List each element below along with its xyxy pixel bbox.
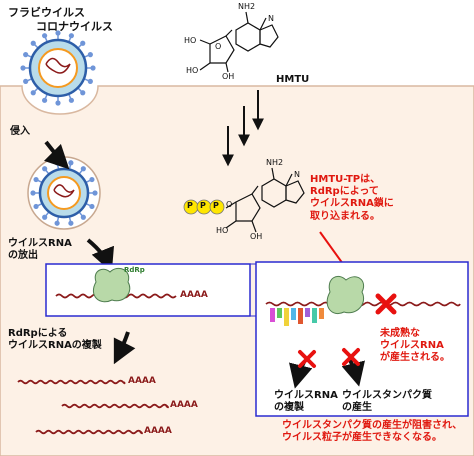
polya-tail: AAAA (144, 426, 172, 436)
nucleotide-bar (298, 308, 303, 324)
blocked-protein-x (342, 348, 360, 366)
spike-tip (80, 166, 86, 172)
spike-tip (80, 214, 86, 220)
spike-tip (90, 65, 96, 71)
spike-tip (20, 65, 26, 71)
spike-tip (55, 100, 61, 106)
oh-label: OH (222, 72, 235, 81)
spike-tip (42, 214, 48, 220)
immature-rna-label: 未成熟な ウイルスRNA が産生される。 (380, 328, 450, 364)
spike-tip (30, 40, 36, 46)
virion-inside (27, 156, 101, 230)
chain-termination-x (375, 293, 397, 315)
spike-tip (89, 176, 95, 183)
spike-tip (42, 33, 48, 39)
replicated-rna-strand (35, 429, 143, 435)
nucleotide-bar (291, 308, 296, 320)
rdrp-label: RdRp (124, 266, 145, 274)
rdrp-polymerase-zoom (326, 276, 364, 314)
spike-tip (33, 203, 39, 210)
ho-label: HO (216, 226, 229, 235)
spike-tip (42, 97, 48, 103)
blocked-protein-arrow (341, 359, 365, 387)
rna-release-label: ウイルスRNA の放出 (8, 238, 72, 262)
ho-label: HO (184, 36, 197, 45)
nh2-label: NH2 (266, 158, 284, 167)
invasion-label: 侵入 (10, 126, 30, 137)
hmtu-tp-molecule (225, 167, 305, 233)
phosphate-label: P (200, 201, 206, 210)
polya-tail: AAAA (170, 400, 198, 410)
entry-arrow (43, 140, 70, 170)
polya-tail: AAAA (128, 376, 156, 386)
hmtu-molecule (199, 11, 279, 73)
virion-outside (20, 30, 96, 106)
n-label: N (294, 170, 300, 179)
spike-ring (30, 160, 98, 226)
phosphate-label: P (187, 201, 193, 210)
replicated-rna-strand (17, 379, 126, 385)
spike-tip (89, 203, 95, 210)
spike-tip (68, 33, 74, 39)
nucleotide-bar (312, 308, 317, 323)
nucleotide-bar (305, 308, 310, 317)
spike-tip (92, 190, 98, 196)
spike-tip (54, 220, 60, 226)
triphosphate-group (183, 199, 225, 215)
nascent-nucleotides (270, 308, 324, 326)
replicated-rna-strand (61, 403, 169, 409)
spike-tip (33, 176, 39, 183)
n-label: N (268, 14, 274, 23)
spike-tip (42, 166, 48, 172)
spike-tip (80, 40, 86, 46)
conclusion-label: ウイルスタンパク質の産生が阻害され、 ウイルス粒子が産生できなくなる。 (282, 420, 463, 444)
spike-tip (30, 90, 36, 96)
blocked-replication-x (298, 350, 316, 368)
spike-tip (87, 52, 93, 58)
o-label: O (226, 200, 233, 209)
hmtu-label: HMTU (276, 74, 310, 85)
protein-production-label: ウイルスタンパク質 の産生 (342, 390, 432, 414)
o-label: O (215, 42, 222, 51)
rdrp-polymerase (92, 267, 131, 303)
phosphate-label: P (213, 201, 219, 210)
spike-tip (80, 90, 86, 96)
phosphate-circle (209, 199, 225, 215)
spike-tip (30, 190, 36, 196)
viral-rna-template (265, 301, 461, 307)
rdrp-replication-label: RdRpによる ウイルスRNAの複製 (8, 328, 102, 352)
polya-tail: AAAA (180, 290, 208, 300)
spike-tip (23, 78, 29, 84)
spike-tip (55, 30, 61, 36)
spike-tip (87, 78, 93, 84)
flavivirus-label: フラビウイルス (8, 6, 85, 19)
ho-label: HO (186, 66, 199, 75)
nucleotide-bar (284, 308, 289, 326)
nucleotide-bar (270, 308, 275, 322)
spike-tip (68, 220, 74, 226)
replication-arrow (113, 331, 136, 365)
incorporation-label: HMTU-TPは、 RdRpによって ウイルスRNA鎖に 取り込まれる。 (310, 174, 394, 222)
spike-tip (68, 160, 74, 166)
spike-ring (20, 30, 96, 106)
spike-tip (68, 97, 74, 103)
viral-genome (45, 57, 71, 74)
nucleotide-bar (277, 308, 282, 318)
nucleotide-bar (319, 308, 324, 319)
oh-label: OH (250, 232, 263, 241)
replication-box (45, 263, 251, 317)
viral-genome (53, 184, 75, 198)
nh2-label: NH2 (238, 2, 256, 11)
rna-replication-label: ウイルスRNA の複製 (274, 390, 338, 414)
spike-tip (23, 52, 29, 58)
coronavirus-label: コロナウイルス (36, 20, 113, 33)
